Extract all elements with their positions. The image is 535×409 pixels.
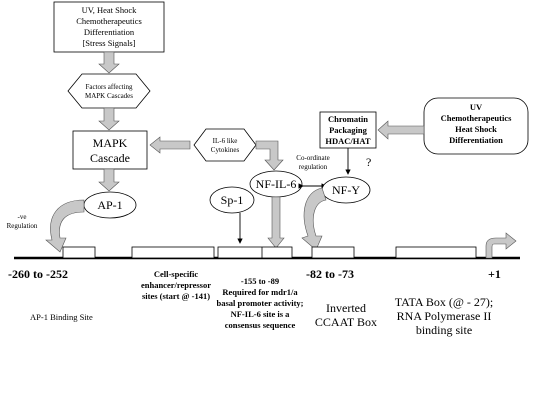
tata-line-3: binding site xyxy=(416,323,472,337)
arrow-il6-to-nfil6 xyxy=(255,140,284,171)
tata-line-1: TATA Box (@ - 27); xyxy=(395,295,493,309)
position-260: -260 to -252 xyxy=(8,267,68,281)
uv-line-1: UV xyxy=(470,102,483,112)
stress-line-4: [Stress Signals] xyxy=(82,38,135,48)
enhancer-line-1: Cell-specific xyxy=(154,269,199,279)
ap1-label: AP-1 xyxy=(97,198,122,212)
chromatin-line-3: HDAC/HAT xyxy=(325,136,371,146)
chromatin-box xyxy=(319,111,377,149)
mapk-cascade-box xyxy=(72,130,148,170)
basal-line-5: consensus sequence xyxy=(225,320,296,330)
uv-line-4: Differentiation xyxy=(449,135,503,145)
neg-reg-line-2: Regulation xyxy=(7,222,38,230)
basal-line-1: -155 to -89 xyxy=(241,276,279,286)
tata-site-box xyxy=(395,246,477,259)
mapk-line-1: MAPK xyxy=(93,136,128,150)
tata-line-2: RNA Polymerase II xyxy=(397,309,492,323)
chromatin-line-2: Packaging xyxy=(329,125,368,135)
mapk-line-2: Cascade xyxy=(90,151,130,165)
il6-cytokines-hexagon xyxy=(193,128,257,162)
ccaat-line-1: Inverted xyxy=(326,301,366,315)
enhancer-site-box xyxy=(131,246,215,259)
coord-line-2: regulation xyxy=(299,163,328,171)
question-mark: ? xyxy=(366,155,371,169)
neg-reg-line-1: -ve xyxy=(18,213,27,221)
il6-line-1: IL-6 like xyxy=(213,137,238,145)
arrow-uv-to-chromatin xyxy=(377,120,425,140)
arrow-mapk-to-ap1 xyxy=(98,168,120,192)
stress-signals-box xyxy=(53,1,165,53)
il6-line-2: Cytokines xyxy=(211,146,240,154)
enhancer-line-2: enhancer/repressor xyxy=(141,280,211,290)
ccaat-site-box xyxy=(311,246,355,259)
uv-line-3: Heat Shock xyxy=(455,124,497,134)
coord-line-1: Co-ordinate xyxy=(296,154,329,162)
basal-line-2: Required for mdr1/a xyxy=(222,287,298,297)
ap1-site-box xyxy=(62,246,96,259)
basal-site-box xyxy=(217,246,293,259)
sp1-oval xyxy=(209,186,255,214)
stress-line-3: Differentiation xyxy=(84,27,135,37)
enhancer-line-3: sites (start @ -141) xyxy=(142,291,210,301)
sp1-label: Sp-1 xyxy=(221,193,244,207)
arrow-stress-to-factors xyxy=(98,51,120,74)
mapk-factors-hexagon xyxy=(67,73,151,109)
arrow-factors-to-mapk xyxy=(98,107,120,131)
nfil6-label: NF-IL-6 xyxy=(256,177,297,191)
ccaat-line-2: CCAAT Box xyxy=(315,315,377,329)
nfil6-arrow xyxy=(267,196,285,249)
basal-line-3: basal promoter activity; xyxy=(216,298,303,308)
uv-line-2: Chemotherapeutics xyxy=(441,113,513,123)
nfy-curved-arrow xyxy=(301,187,327,251)
stress-line-1: UV, Heat Shock xyxy=(82,5,138,15)
position-82: -82 to -73 xyxy=(306,267,354,281)
mapk-factors-line-2: MAPK Cascades xyxy=(85,92,133,100)
ap1-site-label: AP-1 Binding Site xyxy=(30,312,93,322)
transcription-start-arrow xyxy=(485,232,517,259)
stress-line-2: Chemotherapeutics xyxy=(76,16,142,26)
chromatin-line-1: Chromatin xyxy=(328,114,368,124)
nfy-label: NF-Y xyxy=(332,183,360,197)
ap1-curved-arrow xyxy=(45,199,85,253)
arrow-il6-to-mapk xyxy=(149,136,191,154)
basal-line-4: NF-IL-6 site is a xyxy=(231,309,291,319)
position-plus1: +1 xyxy=(488,267,501,281)
mapk-factors-line-1: Factors affecting xyxy=(85,83,133,91)
